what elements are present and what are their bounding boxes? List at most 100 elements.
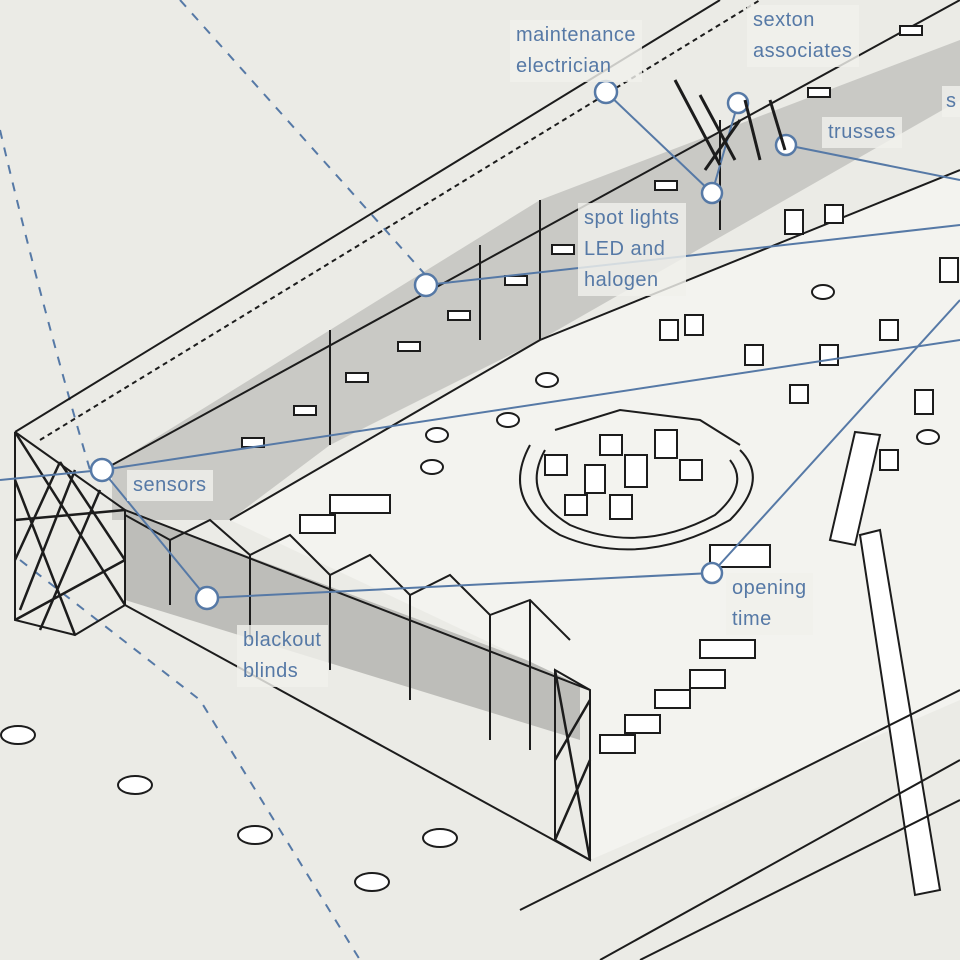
- window-slot: [397, 341, 421, 352]
- bench: [709, 544, 771, 568]
- display-block: [679, 459, 703, 481]
- node-sensors: [89, 457, 115, 483]
- floor-objects: [299, 204, 959, 754]
- callout-line: associates: [753, 40, 853, 62]
- window-slot: [899, 25, 923, 36]
- bench: [654, 689, 691, 709]
- front-wall-shade: [125, 510, 580, 740]
- bench: [329, 494, 391, 514]
- panel: [879, 449, 899, 471]
- window-slots: [241, 25, 923, 448]
- ramp-strip: [858, 528, 942, 897]
- front-wall-base: [124, 604, 591, 861]
- callout-spot-lights: spot lights LED and halogen: [578, 203, 686, 296]
- callout-line: opening: [732, 577, 807, 599]
- end-truss: [13, 431, 592, 861]
- node-trusses: [774, 133, 798, 157]
- fixture: [237, 825, 273, 845]
- ramp-upper: [828, 430, 882, 547]
- panel: [659, 319, 679, 341]
- callout-line: sensors: [133, 474, 207, 496]
- leader-lines: [0, 91, 960, 599]
- display-block: [564, 494, 588, 516]
- panel: [744, 344, 764, 366]
- projection-line-top: [179, 0, 431, 281]
- window-slot: [551, 244, 575, 255]
- callout-edge-fragment: s: [942, 86, 960, 117]
- ramp: [519, 430, 960, 960]
- panel: [879, 319, 899, 341]
- callout-blackout-blinds: blackout blinds: [237, 625, 328, 687]
- panel: [914, 389, 934, 415]
- display-block: [654, 429, 678, 459]
- fixture: [811, 284, 835, 300]
- floor-plate: [230, 170, 960, 860]
- node-blinds: [194, 585, 220, 611]
- node-opening: [700, 561, 724, 585]
- leader-trusses: [785, 144, 960, 181]
- fixture: [916, 429, 940, 445]
- bench: [299, 514, 336, 534]
- front-truss: [124, 514, 571, 750]
- fixture: [535, 372, 559, 388]
- window-slot: [807, 87, 831, 98]
- node-sexton: [726, 91, 750, 115]
- window-slot: [293, 405, 317, 416]
- display-block: [624, 454, 648, 488]
- panel: [684, 314, 704, 336]
- callout-trusses: trusses: [822, 117, 902, 148]
- projection-lines: [0, 0, 431, 960]
- leader-sensors-right: [101, 339, 960, 471]
- leader-maintenance: [605, 91, 713, 194]
- window-slot: [504, 275, 528, 286]
- display-block: [599, 434, 623, 456]
- leader-edge: [0, 469, 103, 481]
- node-spotlights: [413, 272, 439, 298]
- leader-nodes: [89, 79, 798, 611]
- display-block: [544, 454, 568, 476]
- panel: [784, 209, 804, 235]
- left-end-frame: [14, 431, 126, 637]
- callout-line: trusses: [828, 121, 896, 143]
- central-ring: [519, 408, 754, 551]
- site-line: [519, 689, 960, 960]
- right-truss-brace: [553, 669, 592, 861]
- fixture: [354, 872, 390, 892]
- fixture: [420, 459, 444, 475]
- callout-line: halogen: [584, 269, 659, 291]
- window-slot: [654, 180, 678, 191]
- leader-sexton: [711, 102, 739, 194]
- bench: [699, 639, 756, 659]
- ceiling-fixtures: [0, 284, 940, 892]
- fixture: [0, 725, 36, 745]
- callout-maintenance-electrician: maintenance electrician: [510, 20, 643, 82]
- callout-opening-time: opening time: [726, 573, 813, 635]
- fixture: [496, 412, 520, 428]
- callout-line: maintenance: [516, 24, 637, 46]
- panel: [824, 204, 844, 224]
- window-slot: [345, 372, 369, 383]
- callout-line: blinds: [243, 660, 299, 682]
- callout-sensors: sensors: [127, 470, 213, 501]
- ring-back: [554, 408, 741, 446]
- wall-top-edge: [111, 0, 960, 466]
- callout-line: LED and: [584, 238, 666, 260]
- bench: [599, 734, 636, 754]
- callout-line: sexton: [753, 9, 815, 31]
- display-block: [609, 494, 633, 520]
- display-block: [584, 464, 606, 494]
- callout-line: electrician: [516, 55, 612, 77]
- window-slot: [447, 310, 471, 321]
- callout-line: time: [732, 608, 772, 630]
- fixture: [422, 828, 458, 848]
- truss-stroke: [673, 79, 787, 171]
- fixture: [425, 427, 449, 443]
- leader-blinds: [206, 572, 713, 599]
- truss-zigzag: [124, 514, 571, 641]
- callout-sexton-associates: sexton associates: [747, 5, 859, 67]
- projection-line-bottom: [19, 559, 361, 960]
- leader-spotlights: [425, 224, 960, 286]
- ring-outer: [519, 444, 754, 551]
